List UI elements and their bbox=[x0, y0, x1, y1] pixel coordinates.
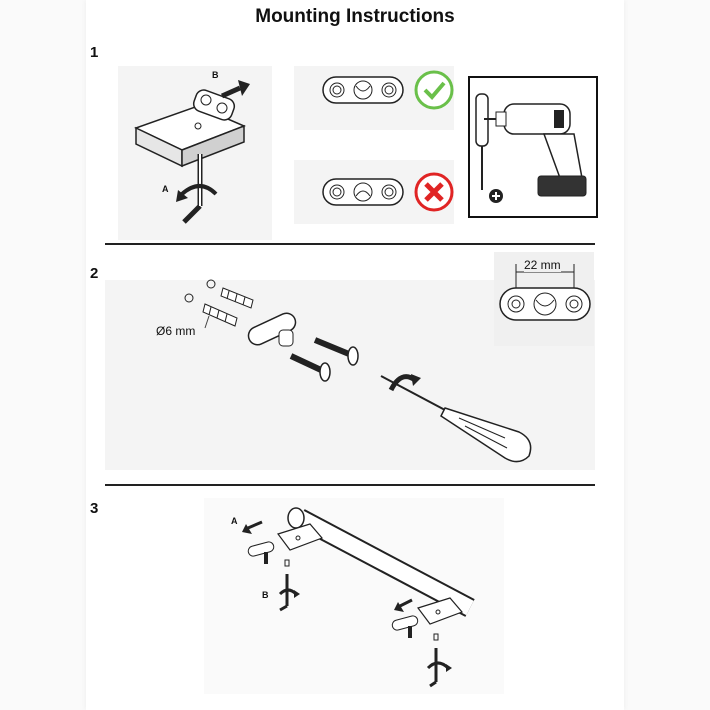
cross-icon bbox=[414, 172, 454, 212]
plus-icon bbox=[489, 189, 503, 203]
rail-install-illustration bbox=[242, 507, 475, 688]
step-3-number: 3 bbox=[90, 500, 99, 517]
wall-plug-illustration bbox=[184, 279, 532, 463]
spacing-label: 22 mm bbox=[524, 258, 561, 272]
tools-illustration bbox=[475, 93, 587, 203]
plate-incorrect bbox=[322, 178, 404, 206]
step-3-label-a: A bbox=[231, 516, 238, 526]
diameter-label: Ø6 mm bbox=[156, 324, 196, 338]
right-margin bbox=[624, 0, 710, 710]
divider-1 bbox=[105, 243, 595, 245]
step-1-number: 1 bbox=[90, 44, 99, 61]
step-3-label-b: B bbox=[262, 590, 269, 600]
left-margin bbox=[0, 0, 86, 710]
drill-icon bbox=[484, 103, 587, 197]
step-2-number: 2 bbox=[90, 265, 99, 282]
divider-2 bbox=[105, 484, 595, 486]
check-icon bbox=[414, 70, 454, 110]
bracket-illustration bbox=[134, 80, 250, 224]
step-1-label-a: A bbox=[162, 184, 169, 194]
page-title: Mounting Instructions bbox=[255, 6, 455, 27]
screwdriver-icon bbox=[475, 93, 489, 190]
plate-correct bbox=[322, 76, 404, 104]
plate-spacing-diagram bbox=[499, 264, 591, 321]
step-1-label-b: B bbox=[212, 70, 219, 80]
